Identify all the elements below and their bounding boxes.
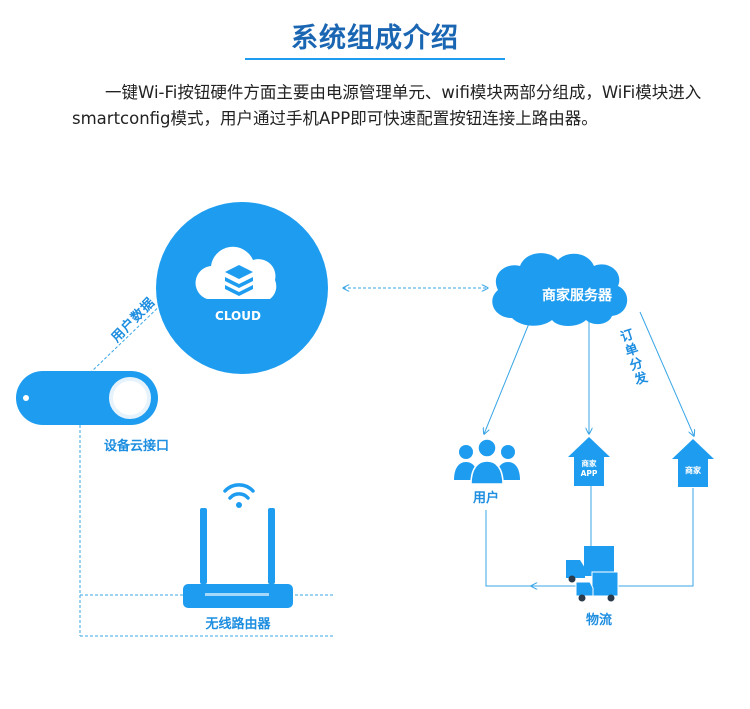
upload-note: 用 户 数 据 (108, 295, 158, 346)
router-antenna-left (200, 508, 207, 584)
users-label: 用户 (472, 490, 499, 506)
users-logistics-line (485, 510, 560, 587)
server-merchant-line (639, 311, 694, 436)
router-lights (205, 593, 269, 596)
logistics-label: 物流 (586, 612, 612, 628)
users-icon (454, 438, 520, 485)
truck-icon (566, 546, 619, 602)
cloud-label: CLOUD (215, 309, 261, 323)
router-node (183, 483, 293, 608)
device-cloud-link (89, 298, 168, 374)
title-underline (245, 58, 505, 60)
server-users-line (484, 315, 533, 434)
merchant-app-node: 商家 APP (568, 437, 610, 486)
merchant-app-label-bottom: APP (581, 469, 598, 478)
router-label: 无线路由器 (204, 616, 271, 632)
order-note-char: 单 (623, 341, 640, 360)
house-icon (568, 437, 610, 486)
wifi-icon (223, 483, 255, 500)
device-label: 设备云接口 (104, 438, 169, 454)
merchant-node: 商家 (672, 439, 714, 487)
server-label: 商家服务器 (542, 287, 613, 304)
cloud-node: CLOUD (156, 202, 328, 374)
page-title: 系统组成介绍 (291, 23, 459, 54)
server-cloud-shape (492, 253, 628, 326)
status-led-icon (23, 395, 29, 401)
order-note-char: 发 (631, 369, 650, 389)
order-note-char: 分 (628, 355, 645, 374)
merchant-label: 商家 (685, 465, 702, 475)
merchant-app-label-top: 商家 (582, 458, 597, 468)
connector-lines (79, 288, 694, 637)
order-note-char: 订 (618, 326, 635, 345)
order-note: 订 单 分 发 (618, 326, 650, 389)
house-icon (672, 439, 714, 487)
wifi-button-device[interactable] (16, 371, 158, 425)
database-icon (225, 265, 253, 296)
wifi-dot (236, 502, 242, 508)
merchant-server-node: 商家服务器 (492, 253, 628, 326)
intro-paragraph: 一键Wi-Fi按钮硬件方面主要由电源管理单元、wifi模块两部分组成，WiFi模… (72, 83, 702, 128)
button-ring (109, 377, 151, 419)
router-antenna-right (268, 508, 275, 584)
